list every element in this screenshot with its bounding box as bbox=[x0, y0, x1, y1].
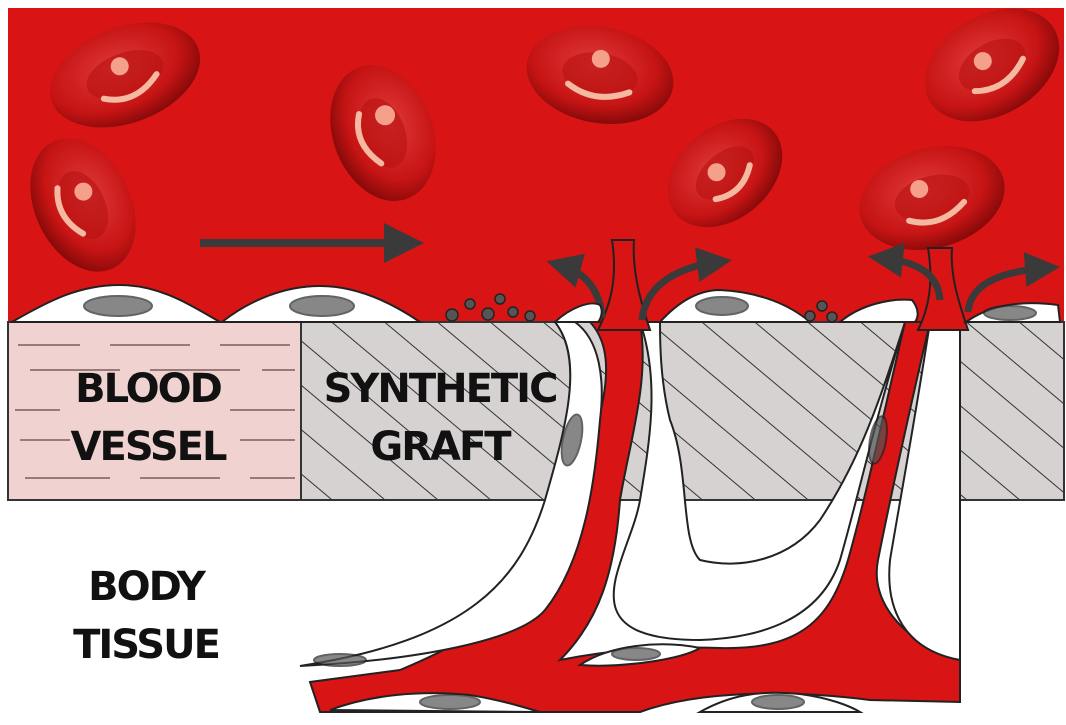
label-synthetic-graft-line2: GRAFT bbox=[370, 424, 512, 470]
label-blood-vessel-line2: VESSEL bbox=[71, 424, 227, 470]
label-blood-vessel-line1: BLOOD bbox=[75, 366, 222, 412]
label-body-tissue-line2: TISSUE bbox=[73, 622, 219, 668]
label-synthetic-graft-line1: SYNTHETIC bbox=[324, 366, 557, 412]
label-body-tissue-line1: BODY bbox=[88, 564, 207, 610]
